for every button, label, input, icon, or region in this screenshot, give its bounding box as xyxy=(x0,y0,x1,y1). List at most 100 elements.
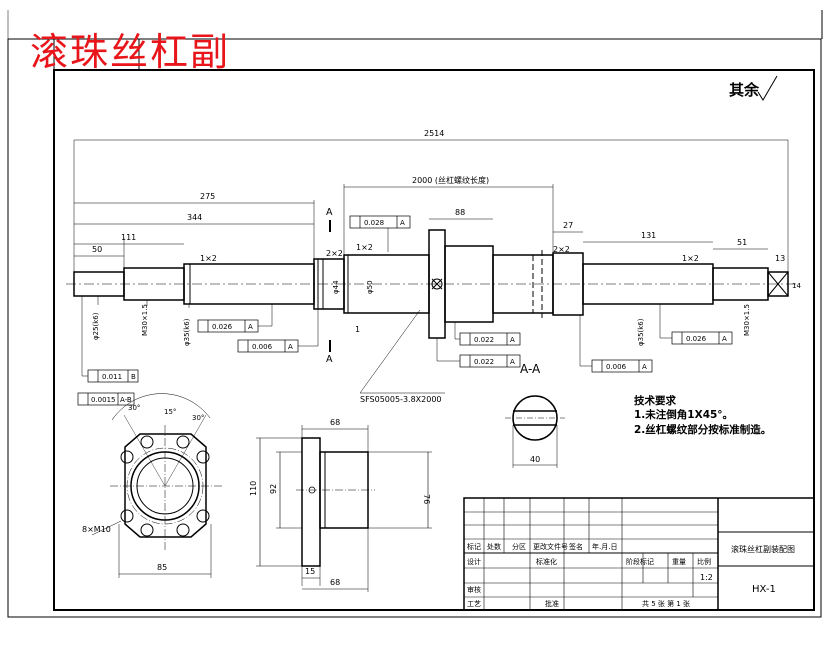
flange-angle-2: 15° xyxy=(164,408,176,416)
dia-left-1: φ25(k6) xyxy=(92,312,100,340)
side-dim-15: 15 xyxy=(305,567,315,576)
section-aa-view: A-A 40 xyxy=(505,362,565,468)
tb-drawing-name: 滚珠丝杠副装配图 xyxy=(731,544,795,554)
outer-frame xyxy=(7,38,822,618)
section-aa-width: 40 xyxy=(530,455,540,464)
svg-text:0.026: 0.026 xyxy=(686,335,707,343)
chamfer-1x2-a: 1×2 xyxy=(200,254,217,263)
dia-right-1: φ35(k6) xyxy=(637,318,645,346)
tolerance-frame-2: 0.026 A xyxy=(197,304,273,333)
dia-44: φ44 xyxy=(332,280,340,294)
tolerance-frame-6: 0.022 A xyxy=(454,322,521,346)
svg-text:A: A xyxy=(510,336,515,344)
dim-51: 51 xyxy=(737,238,747,247)
dia-50: φ50 xyxy=(366,280,374,294)
side-dim-68-bottom: 68 xyxy=(330,578,340,587)
dim-131: 131 xyxy=(641,231,656,240)
section-marker-a-top: A xyxy=(326,207,333,218)
technical-requirements: 技术要求 1.未注倒角1X45°。 2.丝杠螺纹部分按标准制造。 xyxy=(634,394,771,436)
tb-qianming: 签名 xyxy=(569,542,583,551)
svg-text:0.022: 0.022 xyxy=(474,358,494,366)
chamfer-1x2-c: 1×2 xyxy=(682,254,699,263)
corner-code-box xyxy=(53,38,140,71)
dim-total-length: 2514 xyxy=(424,129,444,138)
tb-biaoji: 标记 xyxy=(467,542,481,551)
section-aa-label: A-A xyxy=(520,362,541,376)
tb-pizhun: 批准 xyxy=(545,599,559,608)
svg-text:0.026: 0.026 xyxy=(212,323,233,331)
tb-zhongliang: 重量 xyxy=(672,558,686,566)
svg-text:A: A xyxy=(288,343,293,351)
tb-drawing-number: HX-1 xyxy=(752,584,776,595)
chamfer-1x2-b: 1×2 xyxy=(356,243,373,252)
inner-frame xyxy=(53,69,815,611)
side-dim-110: 110 xyxy=(249,481,258,496)
svg-text:A-B: A-B xyxy=(120,396,132,404)
tb-jieduan: 阶段标记 xyxy=(626,557,654,566)
drawing-title-red: 滚珠丝杠副 xyxy=(30,30,231,74)
tb-gengai: 更改文件号 xyxy=(533,542,568,551)
roughness-symbol xyxy=(757,75,778,101)
dim-88: 88 xyxy=(455,208,465,217)
dim-344: 344 xyxy=(187,213,202,222)
svg-text:0.028: 0.028 xyxy=(364,219,384,227)
side-dim-68-top: 68 xyxy=(330,418,340,427)
svg-text:B: B xyxy=(131,373,136,381)
chamfer-2x2-b: 2×2 xyxy=(553,245,570,254)
dim-111: 111 xyxy=(121,233,136,242)
side-dim-76: 76 xyxy=(422,494,431,504)
flange-angle-1: 30° xyxy=(128,404,140,412)
tb-scale: 1:2 xyxy=(700,573,713,582)
main-view: 2514 275 2000 (丝杠螺纹长度) 344 111 50 88 27 … xyxy=(66,129,801,406)
dim-14: 14 xyxy=(792,282,801,290)
flange-angle-3: 30° xyxy=(192,414,204,422)
title-block: 标记 处数 分区 更改文件号 签名 年.月.日 设计 标准化 阶段标记 重量 比… xyxy=(463,497,815,611)
chamfer-2x2-a: 2×2 xyxy=(326,249,343,258)
dim-27: 27 xyxy=(563,221,573,230)
dim-275: 275 xyxy=(200,192,215,201)
svg-text:A: A xyxy=(642,363,647,371)
dia-left-2: φ35(k6) xyxy=(183,318,191,346)
svg-text:A: A xyxy=(248,323,253,331)
dim-1: 1 xyxy=(355,325,360,334)
roughness-note: 其余 xyxy=(729,81,760,99)
svg-text:0.011: 0.011 xyxy=(102,373,122,381)
tb-gongyi: 工艺 xyxy=(467,600,481,608)
svg-text:2.丝杠螺纹部分按标准制造。: 2.丝杠螺纹部分按标准制造。 xyxy=(634,423,771,436)
tb-sheets: 共 5 张 第 1 张 xyxy=(642,599,690,608)
svg-text:A: A xyxy=(722,335,727,343)
section-marker-a-bottom: A xyxy=(326,354,333,365)
svg-text:1.未注倒角1X45°。: 1.未注倒角1X45°。 xyxy=(634,408,733,421)
tolerance-frame-4: 0.011 B xyxy=(81,296,139,383)
tolerance-frame-9: 0.026 A xyxy=(659,304,733,345)
flange-width: 85 xyxy=(157,563,167,572)
tolerance-frame-1: 0.028 A xyxy=(349,215,411,252)
tb-biaozhunhua: 标准化 xyxy=(536,557,557,566)
tb-sheji: 设计 xyxy=(467,557,481,566)
thread-right: M30×1.5 xyxy=(743,304,751,336)
tolerance-frame-7: 0.022 A xyxy=(436,338,521,368)
svg-text:0.0015: 0.0015 xyxy=(91,396,116,404)
svg-text:0.022: 0.022 xyxy=(474,336,494,344)
tolerance-frame-3: 0.006 A xyxy=(237,309,319,353)
tb-shenhe: 审核 xyxy=(467,585,481,594)
side-dim-92: 92 xyxy=(269,484,278,494)
svg-text:A: A xyxy=(400,219,405,227)
tb-fenqu: 分区 xyxy=(512,542,526,551)
tb-bili: 比例 xyxy=(697,557,711,566)
svg-text:技术要求: 技术要求 xyxy=(634,394,676,407)
tolerance-frame-8: 0.006 A xyxy=(579,315,653,373)
svg-text:0.006: 0.006 xyxy=(252,343,273,351)
dim-50: 50 xyxy=(92,245,102,254)
thread-left: M30×1.5 xyxy=(141,304,149,336)
dim-13: 13 xyxy=(775,254,785,263)
nut-callout: SFS05005-3.8X2000 xyxy=(360,395,442,404)
tb-nianyueri: 年.月.日 xyxy=(592,542,617,551)
nut-side-view: 68 110 92 76 15 68 xyxy=(249,418,432,592)
flange-front-view: 30° 15° 30° 8×M10 85 xyxy=(82,393,222,578)
dim-thread-length: 2000 (丝杠螺纹长度) xyxy=(412,175,489,185)
svg-text:A: A xyxy=(510,358,515,366)
svg-text:0.006: 0.006 xyxy=(606,363,627,371)
tolerance-frame-5: 0.0015 A-B xyxy=(77,392,135,406)
